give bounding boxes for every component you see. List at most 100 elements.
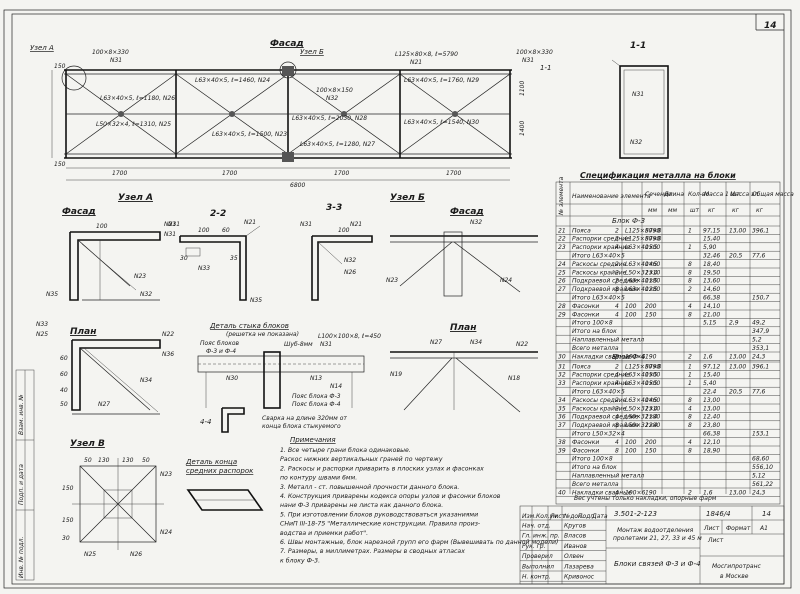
spec-cell: L63×40×5 [625, 397, 658, 404]
sec22-mark-1: N31 [168, 221, 180, 228]
spec-cell: Фасонки [572, 303, 599, 310]
spec-cell: 13,00 [729, 363, 746, 370]
stamp-org1: Мосгипротранс [712, 563, 762, 570]
spec-cell: 2 [615, 227, 619, 234]
node-v-dim-3: 130 [122, 457, 134, 464]
spec-cell: 150,7 [752, 295, 769, 302]
facade-node-b-n: N32 [326, 95, 338, 102]
note-line: 3. Металл - ст. повышенной прочности дан… [280, 483, 459, 491]
node-v-mark-3: N25 [84, 551, 96, 558]
node-b-mark-2: N23 [386, 277, 398, 284]
stamp-stage-label: Лист [703, 525, 720, 532]
sec22-dim-1: 100 [198, 227, 210, 234]
spec-cell: Итого L50×32×4 [572, 431, 625, 438]
spec-cell: 36 [558, 414, 566, 421]
spec-cell: 353,1 [752, 345, 769, 352]
facade-height-4: 150 [54, 161, 66, 168]
stamp-org2: в Москве [720, 573, 749, 580]
spec-cell: 97,15 [703, 227, 720, 234]
spec-cell: 66,38 [703, 431, 720, 438]
spec-cell: 4 [615, 244, 619, 251]
stamp-name: Власов [564, 533, 587, 540]
spec-cell: Подкраевой средние [572, 278, 639, 285]
node-a-view: Узел А Фасад N21 N31 N23 N35 N32 План N2… [36, 193, 176, 415]
node-a-dim-5: 50 [60, 401, 68, 408]
facade-top-right-n: N31 [522, 57, 534, 64]
spec-cell: Накладки сварные [572, 353, 632, 360]
spec-cell: 40 [558, 489, 566, 496]
spec-cell: 8 [688, 447, 692, 454]
spec-cell: 14,10 [703, 303, 720, 310]
spec-cell: 150 [645, 447, 657, 454]
spec-header-no: № элемента [558, 176, 565, 216]
spec-cell: Распорки крайние [572, 244, 630, 251]
node-b-mark-3: N24 [500, 277, 512, 284]
spec-cell: 100 [625, 439, 637, 446]
spec-cell: L50×32×4 [625, 414, 658, 421]
sheet-frame [3, 9, 792, 589]
spec-cell: Подкраевой крайние [572, 286, 639, 293]
node-v-mark-1: N23 [160, 471, 172, 478]
spec-cell: 21,00 [703, 311, 720, 318]
spec-cell: 4 [688, 303, 692, 310]
notes-title: Примечания [290, 436, 336, 444]
spec-cell: 32,46 [703, 253, 720, 260]
note-line: 2. Раскосы и распорки приварить в плоски… [280, 465, 484, 472]
spec-cell: 8 [688, 261, 692, 268]
spec-header-masse: Масса эл. [730, 191, 760, 198]
spec-cell: 38 [558, 439, 566, 446]
node-b-mark-1: N32 [470, 219, 482, 226]
node-b-title: Узел Б [390, 193, 425, 203]
node-v-dim-2: 130 [98, 457, 110, 464]
facade-label-7: L63×40×5, ℓ=1540, N30 [404, 119, 479, 126]
spec-cell: 5790 [645, 227, 660, 234]
stamp-role: Н. контр. [522, 574, 551, 581]
spec-cell: 5,90 [703, 244, 717, 251]
spec-cell: Наплавленный металл [572, 337, 644, 344]
spec-block1: Блок Ф-3 [612, 217, 645, 225]
node-a-mark-7: N33 [36, 321, 48, 328]
spec-cell: 34 [558, 397, 566, 404]
facade-view: Фасад Узел А Узел Б 100×8×330 N31 100×8×… [30, 39, 553, 189]
node-v-dim-5: 150 [62, 485, 74, 492]
facade-label-2: L50×32×4, ℓ=1310, N25 [96, 121, 171, 128]
spec-cell: 2 [615, 261, 619, 268]
sec22-dim-2: 30 [180, 255, 188, 262]
facade-chord-top-n: N21 [410, 59, 422, 66]
facade-height-3: 150 [54, 63, 66, 70]
stamp-col-label: Дата [591, 513, 608, 520]
spec-cell: 5,15 [703, 320, 717, 327]
joint-b4: Пояс блока Ф-4 [292, 401, 341, 408]
spec-cell: Раскосы крайние [572, 269, 627, 276]
stamp-name: Кривонос [564, 574, 595, 581]
node-v-dim-4: 50 [142, 457, 150, 464]
spec-title: Спецификация металла на блоки [580, 170, 736, 180]
sec22-mark-2: N21 [244, 219, 256, 226]
spec-header-qty: Кол-во [688, 191, 709, 198]
facade-top-left-n: N31 [110, 57, 122, 64]
spec-cell: 26 [558, 278, 566, 285]
sec22-mark-3: N33 [198, 265, 210, 272]
spec-cell: 32 [558, 372, 566, 379]
spec-block2: Блок Ф-4 [612, 353, 645, 361]
spec-cell: Фасонки [572, 439, 599, 446]
note-line: 7. Размеры, в миллиметрах. Размеры в сво… [280, 548, 465, 555]
spec-cell: 39 [558, 447, 566, 454]
spec-cell: 23,80 [703, 422, 720, 429]
spec-cell: 77,6 [752, 389, 766, 396]
spec-cell: 4 [688, 405, 692, 412]
spec-cell: Раскосы средние [572, 397, 627, 404]
spec-cell: 190 [645, 353, 657, 360]
spec-unit-len: мм [668, 207, 678, 214]
spec-unit-total: кг [756, 207, 764, 214]
sec33-mark-1: N31 [300, 221, 312, 228]
facade-dim-2: 1700 [222, 170, 237, 177]
spec-cell: 100×6 [625, 353, 645, 360]
facade-top-right: 100×8×330 [516, 49, 553, 56]
spec-cell: 1500 [645, 380, 660, 387]
note-line: нани Ф-3 приварены не листа как данного … [280, 501, 443, 509]
spec-cell: Распорки средние [572, 372, 630, 379]
spec-cell: Распорки крайние [572, 380, 630, 387]
note-line: 1. Все четыре грани блока одинаковые. [280, 446, 411, 454]
node-a-dim-1: 100 [96, 223, 108, 230]
